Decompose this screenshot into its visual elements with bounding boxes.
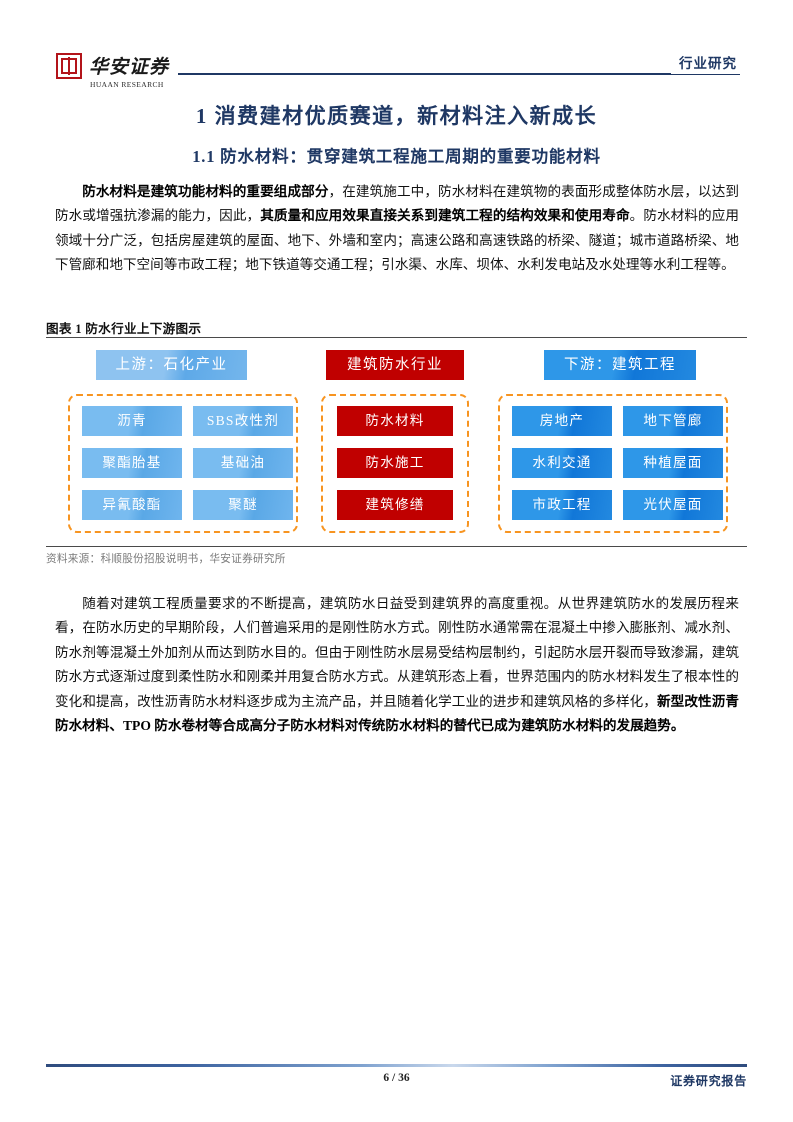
section-heading-1-1: 1.1 防水材料：贯穿建筑工程施工周期的重要功能材料 [192, 147, 601, 166]
downstream-cell-5: 市政工程 [512, 490, 612, 520]
downstream-cell-1: 房地产 [512, 406, 612, 436]
footer-report-label: 证券研究报告 [670, 1074, 747, 1088]
header-category-label: 行业研究 [671, 52, 740, 74]
downstream-cell-3: 水利交通 [512, 448, 612, 478]
huaan-seal-icon [56, 52, 82, 79]
upstream-cell-5: 异氰酸酯 [82, 490, 182, 520]
upstream-cell-1: 沥青 [82, 406, 182, 436]
upstream-cell-6: 聚醚 [193, 490, 293, 520]
downstream-cell-2: 地下管廊 [623, 406, 723, 436]
figure-bottom-rule [46, 546, 747, 548]
section-heading-1: 1 消费建材优质赛道，新材料注入新成长 [195, 104, 598, 128]
page-number: 6 / 36 [383, 1072, 410, 1084]
upstream-cell-3: 聚酯胎基 [82, 448, 182, 478]
para-top-bold-2: 其质量和应用效果直接关系到建筑工程的结构效果和使用寿命 [260, 208, 630, 224]
column-header-upstream: 上游：石化产业 [96, 350, 247, 380]
brand-name-en: HUAAN RESEARCH [90, 80, 164, 89]
downstream-cell-4: 种植屋面 [623, 448, 723, 478]
footer-divider [46, 1064, 747, 1067]
para-bottom-bold-1: 新型改性沥青防水材料、TPO 防水卷材等合成高分子防水材料对传统防水材料的替代已… [55, 693, 740, 734]
figure-1-diagram: 上游：石化产业 建筑防水行业 下游：建筑工程 沥青 SBS改性剂 聚酯胎基 基础… [46, 340, 747, 544]
industry-cell-1: 防水材料 [337, 406, 453, 436]
body-paragraph-top: 防水材料是建筑功能材料的重要组成部分，在建筑施工中，防水材料在建筑物的表面形成整… [55, 180, 739, 278]
upstream-cell-4: 基础油 [193, 448, 293, 478]
downstream-cell-6: 光伏屋面 [623, 490, 723, 520]
body-paragraph-bottom: 随着对建筑工程质量要求的不断提高，建筑防水日益受到建筑界的高度重视。从世界建筑防… [55, 592, 739, 738]
para-top-bold-1: 防水材料是建筑功能材料的重要组成部分 [82, 184, 329, 199]
para-bottom-text-1: 随着对建筑工程质量要求的不断提高，建筑防水日益受到建筑界的高度重视。从世界建筑防… [55, 596, 739, 709]
upstream-group-box [68, 394, 298, 533]
para-top-text-2: 。防水材料的应用领域十分广泛，包括房屋建筑的屋面、地下、外墙和室内；高速公路和高… [55, 208, 740, 273]
brand-logo: 华安证券 HUAAN RESEARCH [56, 52, 169, 89]
figure-top-rule [46, 337, 747, 339]
upstream-cell-2: SBS改性剂 [193, 406, 293, 436]
page-header: 华安证券 HUAAN RESEARCH 行业研究 [56, 52, 740, 96]
industry-cell-2: 防水施工 [337, 448, 453, 478]
industry-group-box [321, 394, 469, 533]
brand-name-cn: 华安证券 [89, 57, 170, 78]
downstream-group-box [498, 394, 728, 533]
figure-source-note: 资料来源：科顺股份招股说明书，华安证券研究所 [46, 554, 286, 565]
para-top-text-1: ，在建筑施工中，防水材料在建筑物的表面形成整体防水层，以达到防水或增强抗渗漏的能… [55, 184, 740, 224]
industry-cell-3: 建筑修缮 [337, 490, 453, 520]
column-header-downstream: 下游：建筑工程 [544, 350, 696, 380]
figure-caption: 图表 1 防水行业上下游图示 [46, 322, 202, 336]
header-divider [178, 73, 740, 75]
column-header-industry: 建筑防水行业 [326, 350, 464, 380]
